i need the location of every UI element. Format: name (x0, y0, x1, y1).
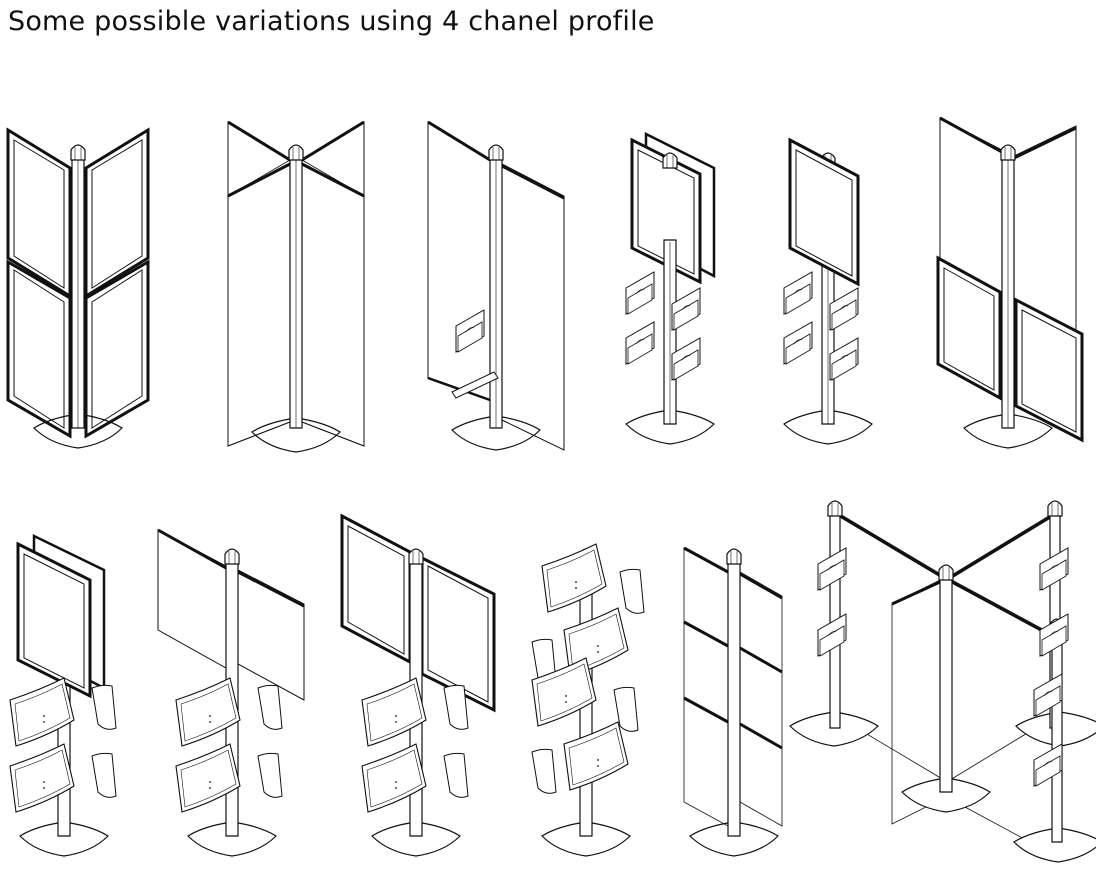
variant-3-two-banner-leaflet (428, 122, 564, 450)
variant-10-curved-shelf-tree (531, 543, 645, 857)
variant-12-connected-wall-system (789, 500, 1096, 863)
variant-9-two-frame-shelves (342, 516, 494, 857)
page-title: Some possible variations using 4 chanel … (8, 6, 655, 37)
variant-1-four-frame-cross (8, 130, 148, 449)
variant-6-banner-over-frame (938, 118, 1082, 449)
variant-5-single-frame-leaflets (783, 140, 873, 445)
variant-7-double-frame-shelves (9, 536, 117, 857)
variant-11-three-tier-banner (684, 548, 782, 857)
variant-8-two-banner-shelves (158, 530, 304, 857)
variant-2-four-banner-cross (228, 122, 364, 453)
variant-4-double-frame-leaflets (625, 134, 714, 445)
